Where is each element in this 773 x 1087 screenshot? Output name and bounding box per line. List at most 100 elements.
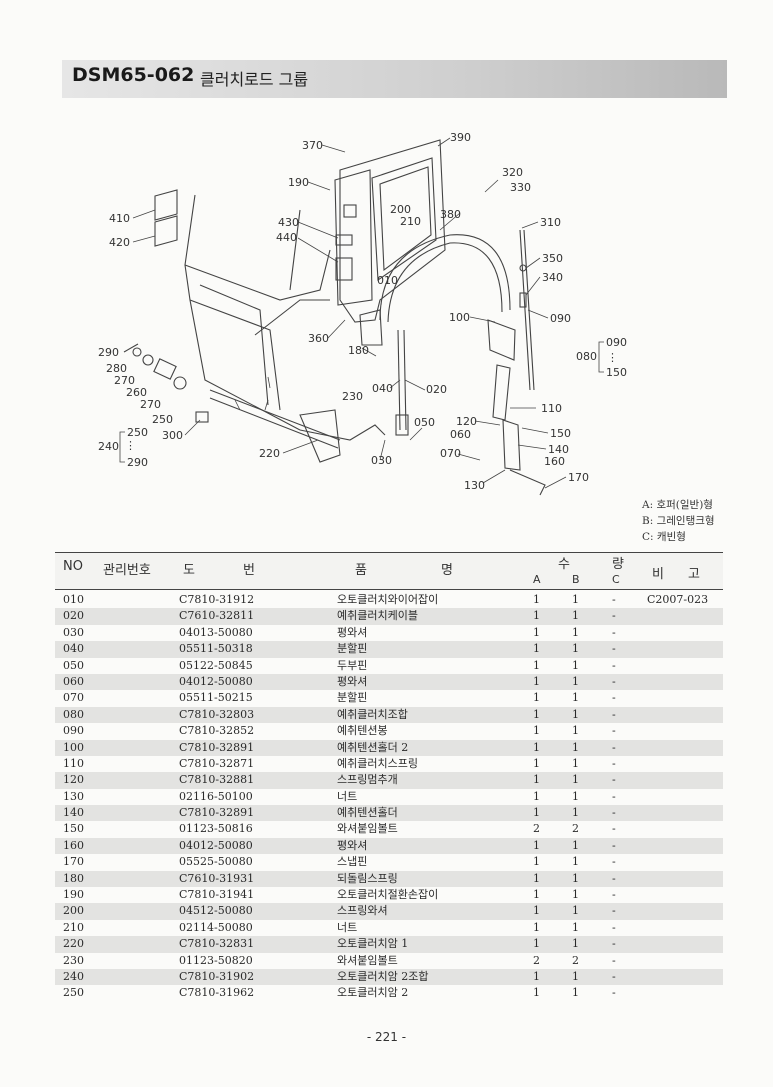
cell-name: 평와셔 (337, 838, 368, 852)
cell-no: 110 (63, 756, 84, 770)
cell-b: 1 (572, 871, 579, 885)
diagram-label: 040 (372, 382, 393, 395)
cell-c: - (612, 642, 616, 656)
part-labels: 370 390 190 320 330 410 420 430 440 200 … (98, 131, 627, 492)
header-c: C (612, 573, 620, 586)
cell-drawing: 04013-50080 (179, 625, 253, 639)
cell-b: 1 (572, 920, 579, 934)
cell-no: 160 (63, 838, 84, 852)
diagram-label: 330 (510, 181, 531, 194)
cell-a: 1 (533, 838, 540, 852)
cell-name: 예취클러치스프링 (337, 756, 418, 770)
diagram-label: 320 (502, 166, 523, 179)
cell-a: 1 (533, 625, 540, 639)
diagram-label: 230 (342, 390, 363, 403)
diagram-label: 370 (302, 139, 323, 152)
cell-b: 1 (572, 658, 579, 672)
cell-a: 1 (533, 724, 540, 738)
diagram-label: 270 (140, 398, 161, 411)
cell-c: - (612, 658, 616, 672)
cell-c: - (612, 789, 616, 803)
cell-c: - (612, 871, 616, 885)
clutch-arm-220 (209, 389, 386, 463)
cell-c: - (612, 707, 616, 721)
cell-name: 예취클러치케이블 (337, 609, 418, 623)
cell-b: 1 (572, 642, 579, 656)
cell-c: - (612, 593, 616, 606)
cell-no: 010 (63, 593, 84, 606)
diagram-label: 380 (440, 208, 461, 221)
cell-name: 예취텐션봉 (337, 724, 388, 738)
cell-no: 170 (63, 855, 84, 869)
header-remark-1: 비 (652, 567, 664, 582)
cell-a: 1 (533, 920, 540, 934)
cell-drawing: C7810-32852 (179, 724, 255, 738)
legend-c: C: 캐빈형 (642, 531, 686, 543)
cell-no: 210 (63, 920, 84, 934)
diagram-label: 150 (550, 427, 571, 440)
diagram-label: 240 (98, 440, 119, 453)
diagram-label: 360 (308, 332, 329, 345)
cell-name: 너트 (337, 789, 358, 803)
legend-b: B: 그레인탱크형 (642, 515, 715, 527)
cell-c: - (612, 674, 616, 688)
cell-name: 분할핀 (337, 642, 368, 656)
cell-name: 되돌림스프링 (337, 871, 398, 885)
small-parts (123, 343, 209, 423)
cell-b: 1 (572, 789, 579, 803)
legend-a: A: 호퍼(일반)형 (642, 499, 713, 511)
cell-remark: C2007-023 (647, 593, 709, 606)
cell-a: 1 (533, 707, 540, 721)
cell-a: 1 (533, 674, 540, 688)
cell-drawing: 05122-50845 (179, 658, 253, 672)
diagram-label: 120 (456, 415, 477, 428)
cell-a: 1 (533, 986, 540, 1000)
title-bar (62, 60, 727, 98)
diagram-label: 220 (259, 447, 280, 460)
diagram-label: 060 (450, 428, 471, 441)
cell-a: 1 (533, 855, 540, 869)
cell-name: 예취텐션홀더 2 (337, 740, 409, 754)
diagram-label: 420 (109, 236, 130, 249)
cell-b: 2 (572, 822, 579, 836)
cell-c: - (612, 609, 616, 623)
cell-b: 1 (572, 674, 579, 688)
diagram-label: 180 (348, 344, 369, 357)
cell-no: 040 (63, 642, 84, 656)
cell-c: - (612, 904, 616, 918)
cell-b: 1 (572, 937, 579, 951)
header-name-1: 품 (355, 563, 367, 578)
cell-drawing: C7810-31941 (179, 888, 255, 902)
cell-b: 1 (572, 609, 579, 623)
cell-a: 1 (533, 593, 540, 606)
header-mgmt: 관리번호 (103, 563, 151, 578)
header-drawing-1: 도 (183, 563, 195, 578)
cell-c: - (612, 740, 616, 754)
diagram-label: 100 (449, 311, 470, 324)
header-b: B (572, 573, 580, 586)
diagram-label: 390 (450, 131, 471, 144)
cell-a: 1 (533, 658, 540, 672)
cell-c: - (612, 855, 616, 869)
cell-b: 1 (572, 904, 579, 918)
cell-c: - (612, 937, 616, 951)
cell-no: 220 (63, 937, 84, 951)
cell-drawing: 04012-50080 (179, 674, 253, 688)
range-dots: ⋮ (125, 439, 136, 452)
header-no: NO (63, 559, 83, 574)
diagram-label: 290 (127, 456, 148, 469)
cell-no: 200 (63, 904, 84, 918)
cell-b: 1 (572, 707, 579, 721)
cell-drawing: 04012-50080 (179, 838, 253, 852)
parts-diagram: 370 390 190 320 330 410 420 430 440 200 … (98, 131, 627, 496)
cell-c: - (612, 888, 616, 902)
